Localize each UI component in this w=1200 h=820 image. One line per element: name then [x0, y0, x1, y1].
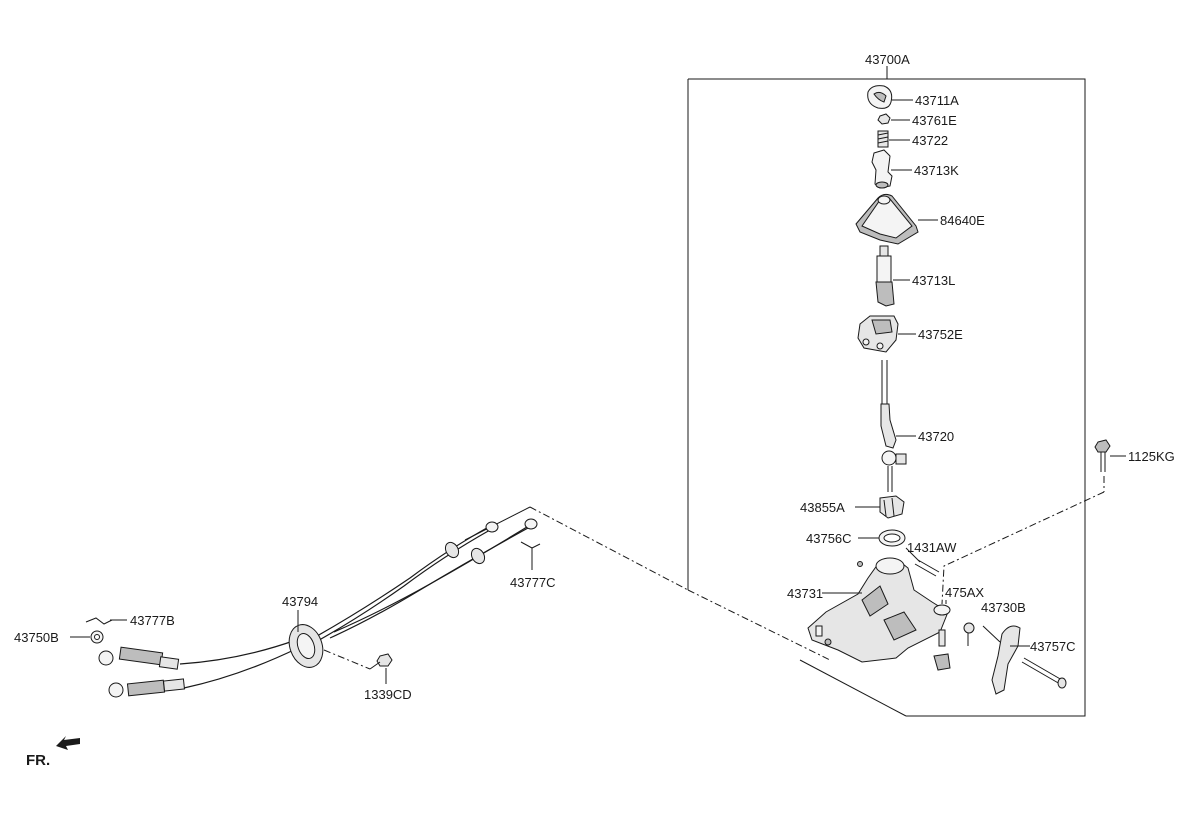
label-1339CD: 1339CD	[364, 687, 412, 702]
label-43855A: 43855A	[800, 500, 845, 515]
shift-lever-part[interactable]	[880, 360, 907, 492]
upper-sleeve-part[interactable]	[871, 149, 893, 189]
pin-part[interactable]	[914, 559, 940, 577]
label-43720: 43720	[918, 429, 954, 444]
label-43752E: 43752E	[918, 327, 963, 342]
shifter-base-part[interactable]	[807, 557, 949, 663]
label-43794: 43794	[282, 594, 318, 609]
label-43756C: 43756C	[806, 531, 852, 546]
label-43757C: 43757C	[1030, 639, 1076, 654]
label-43731: 43731	[787, 586, 823, 601]
arrow-down-left-icon	[56, 736, 80, 750]
select-lever-part[interactable]	[963, 622, 1021, 695]
label-43761E: 43761E	[912, 113, 957, 128]
base-screw-part[interactable]	[857, 561, 863, 567]
label-43713K: 43713K	[914, 163, 959, 178]
spring-part[interactable]	[877, 130, 889, 148]
upper-cable-clip-part[interactable]	[520, 541, 541, 570]
label-43777B: 43777B	[130, 613, 175, 628]
front-indicator-label: FR.	[26, 752, 50, 769]
lower-sleeve-part[interactable]	[875, 245, 895, 307]
label-84640E: 84640E	[940, 213, 985, 228]
washer-part[interactable]	[90, 630, 104, 644]
collar-part[interactable]	[933, 604, 951, 671]
mounting-bolt-part[interactable]	[1094, 439, 1111, 472]
knob-nut-part[interactable]	[877, 113, 891, 125]
label-43730B: 43730B	[981, 600, 1026, 615]
grommet-nut-part[interactable]	[376, 653, 393, 667]
label-43713L: 43713L	[912, 273, 955, 288]
label-43722: 43722	[912, 133, 948, 148]
lower-cable-clip-part[interactable]	[85, 617, 113, 625]
shift-boot-part[interactable]	[855, 193, 919, 245]
label-43777C: 43777C	[510, 575, 556, 590]
label-43750B: 43750B	[14, 630, 59, 645]
retaining-ring-part[interactable]	[878, 529, 906, 547]
bushing-block-part[interactable]	[857, 315, 899, 353]
label-1125KG: 1125KG	[1128, 449, 1175, 464]
shift-knob-part[interactable]	[867, 85, 893, 109]
label-43711A: 43711A	[915, 93, 959, 108]
label-43700A: 43700A	[865, 52, 910, 67]
lever-bolt-part[interactable]	[1021, 657, 1067, 689]
lever-bushing-part[interactable]	[879, 495, 905, 519]
assembly-boundary	[687, 66, 1086, 717]
label-475AX: 475AX	[945, 585, 984, 600]
shift-cable-part[interactable]	[98, 518, 538, 698]
label-1431AW: 1431AW	[907, 540, 957, 555]
